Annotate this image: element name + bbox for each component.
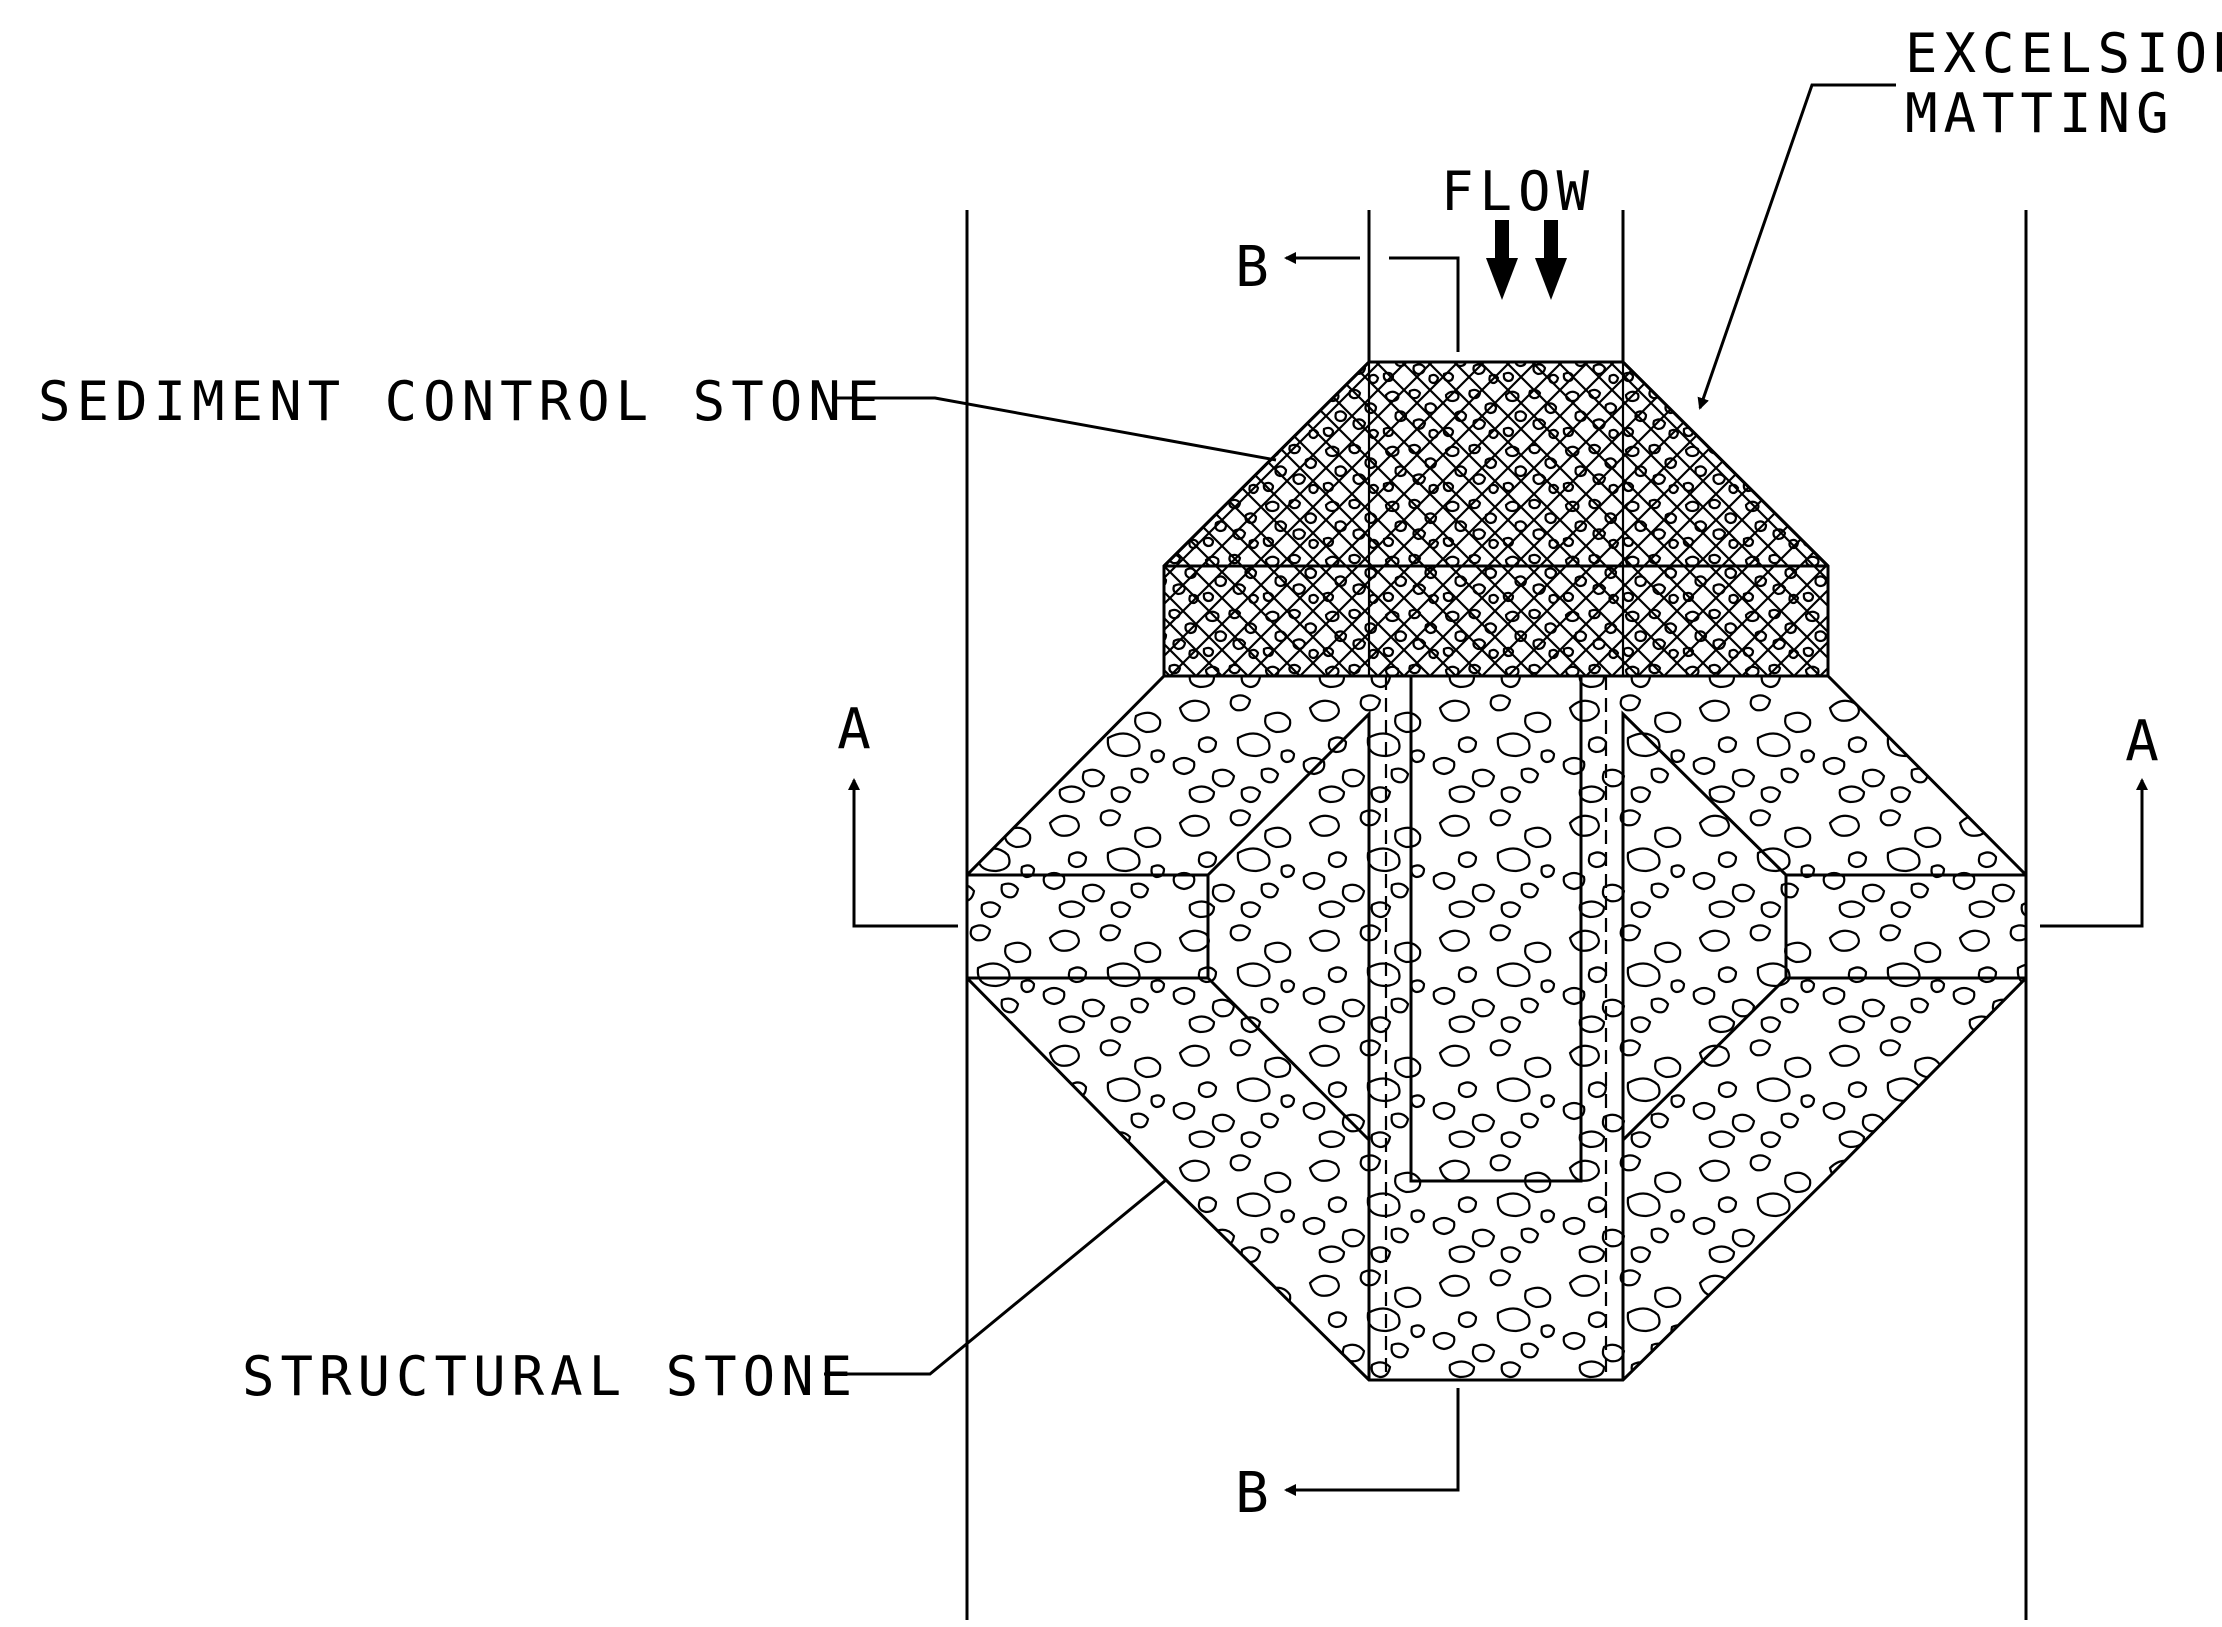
excelsior-matting-label-line2: MATTING xyxy=(1905,82,2175,145)
flow-label: FLOW xyxy=(1441,160,1595,223)
section-a-right-marker: A xyxy=(2040,709,2159,928)
section-b-bottom-label: B xyxy=(1235,1461,1269,1526)
structural-stone-leader xyxy=(824,1178,1167,1376)
section-a-right-label: A xyxy=(2125,709,2159,774)
down-arrow-icon xyxy=(1486,220,1567,300)
sediment-control-stone-leader xyxy=(832,396,1277,462)
excelsior-matting-leader xyxy=(1697,83,1896,410)
excelsior-matting-label-line1: EXCELSIOR xyxy=(1905,22,2222,85)
section-a-left-label: A xyxy=(837,697,871,762)
sediment-control-stone-area xyxy=(1162,360,1830,678)
section-a-left-marker: A xyxy=(837,697,958,928)
structural-stone-label: STRUCTURAL STONE xyxy=(242,1345,858,1408)
sediment-control-stone-label: SEDIMENT CONTROL STONE xyxy=(38,370,885,433)
structural-stone-area xyxy=(965,674,2028,1382)
section-b-top-marker: B xyxy=(1235,235,1460,352)
section-b-bottom-marker: B xyxy=(1235,1388,1460,1526)
section-b-top-label: B xyxy=(1235,235,1269,300)
